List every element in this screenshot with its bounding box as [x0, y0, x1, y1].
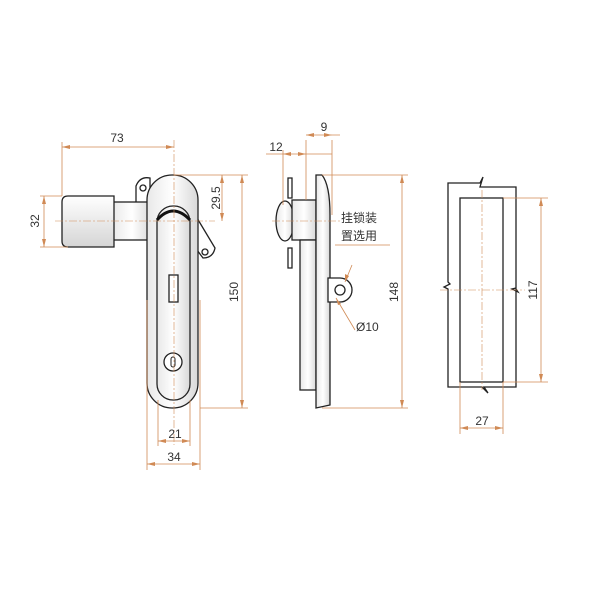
panel-cutout-view: 117 27 [440, 176, 548, 434]
dim-32: 32 [28, 214, 42, 228]
front-view: 73 32 29.5 150 21 34 [28, 131, 248, 470]
dim-21: 21 [168, 427, 182, 441]
dim-12: 12 [269, 140, 283, 154]
dim-150: 150 [227, 282, 241, 302]
dim-29-5: 29.5 [209, 186, 223, 210]
padlock-note-line1: 挂锁装 [341, 210, 377, 225]
dim-73: 73 [110, 131, 124, 145]
side-plate [315, 174, 331, 409]
dim-hole-diameter: Ø10 [356, 320, 379, 334]
dim-34: 34 [167, 450, 181, 464]
handle-slot [156, 205, 191, 401]
padlock-ear-bottom [196, 215, 216, 259]
padlock-hole [334, 284, 346, 296]
dim-117: 117 [526, 280, 540, 299]
side-body [299, 239, 317, 391]
dim-27: 27 [475, 414, 489, 428]
padlock-note-line2: 置选用 [341, 229, 377, 243]
dim-148: 148 [387, 282, 401, 302]
handle-knob [61, 195, 115, 248]
side-view: 9 12 148 挂锁装 置选用 Ø10 [266, 120, 408, 409]
dim-9: 9 [321, 120, 328, 134]
indicator-window [168, 274, 179, 303]
